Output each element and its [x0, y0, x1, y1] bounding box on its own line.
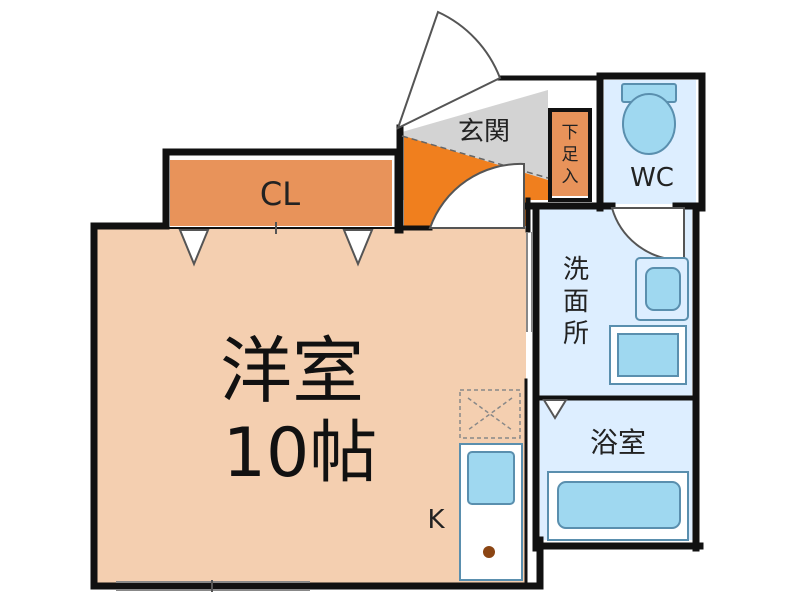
- closet-area: [170, 160, 392, 226]
- walls: [90, 72, 706, 590]
- western-room-size: 10帖: [223, 414, 378, 493]
- shoe-box-char-1: 下: [562, 123, 579, 143]
- bath-door[interactable]: [542, 399, 568, 420]
- stove-burner: [483, 546, 495, 558]
- closet-label: CL: [260, 175, 300, 213]
- window-bottom: [116, 580, 310, 592]
- closet-doors[interactable]: [178, 222, 374, 267]
- kitchen-label: K: [427, 505, 445, 535]
- kitchen-counter: [459, 443, 523, 581]
- entrance-label: 玄関: [458, 117, 510, 147]
- western-room-label: 洋室: [220, 329, 364, 413]
- entrance-border: [401, 135, 549, 179]
- shoe-box-char-3: 入: [562, 167, 579, 187]
- washroom-char-2: 面: [563, 287, 589, 317]
- fridge-space: [459, 389, 521, 439]
- bathroom-label: 浴室: [590, 426, 646, 459]
- washroom-char-1: 洗: [563, 255, 589, 285]
- western-room-area: [96, 228, 526, 584]
- bathtub: [547, 471, 689, 541]
- shoe-box-char-2: 足: [562, 145, 579, 165]
- washroom-char-3: 所: [563, 319, 589, 349]
- shoe-box-area: [552, 112, 588, 196]
- sliding-door[interactable]: [526, 232, 533, 332]
- room-door[interactable]: [428, 162, 525, 229]
- washbasin: [635, 257, 689, 321]
- toilet-label: WC: [630, 163, 674, 193]
- washing-machine: [609, 325, 687, 385]
- toilet-fixture: [621, 83, 677, 155]
- front-door[interactable]: [396, 10, 502, 130]
